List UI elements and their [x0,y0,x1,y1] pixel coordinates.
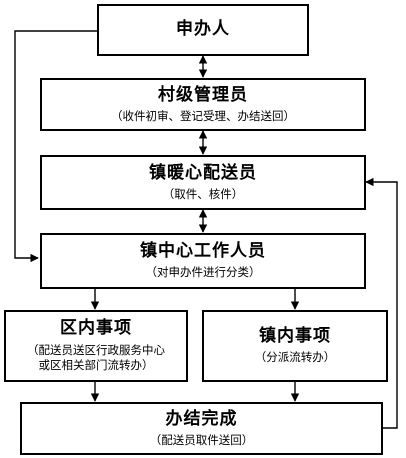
node-village-admin: 村级管理员 （收件初审、登记受理、办结送回） [40,78,366,131]
node-town-warm-courier-sub: （取件、核件） [162,186,244,201]
node-district-matters-sub-line1: （配送员送区行政服务中心 [27,342,165,357]
node-completed-sub: （配送员取件送回） [149,432,254,447]
node-applicant-title: 申办人 [176,19,230,40]
node-district-matters-sub: （配送员送区行政服务中心 或区相关部门流转办） [27,343,165,374]
node-applicant: 申办人 [97,4,309,56]
node-town-warm-courier: 镇暖心配送员 （取件、核件） [40,155,366,210]
node-town-warm-courier-title: 镇暖心配送员 [149,162,257,183]
node-completed: 办结完成 （配送员取件送回） [20,402,383,455]
node-town-matters: 镇内事项 （分派流转办） [202,310,388,382]
node-completed-title: 办结完成 [165,408,238,429]
node-district-matters-title: 区内事项 [60,318,132,339]
node-village-admin-sub: （收件初审、登记受理、办结送回） [111,108,295,123]
node-town-matters-sub: （分派流转办） [254,350,336,365]
node-village-admin-title: 村级管理员 [158,84,248,105]
node-town-matters-title: 镇内事项 [259,326,331,347]
node-district-matters: 区内事项 （配送员送区行政服务中心 或区相关部门流转办） [4,310,188,382]
node-town-center-staff: 镇中心工作人员 （对申办件进行分类） [40,233,366,289]
arrow-applicant-to-center [14,30,97,263]
node-district-matters-sub-line2: 或区相关部门流转办） [38,358,154,373]
node-town-center-staff-title: 镇中心工作人员 [140,241,266,262]
node-town-center-staff-sub: （对申办件进行分类） [145,265,261,280]
arrow-completed-to-courier [365,177,398,429]
